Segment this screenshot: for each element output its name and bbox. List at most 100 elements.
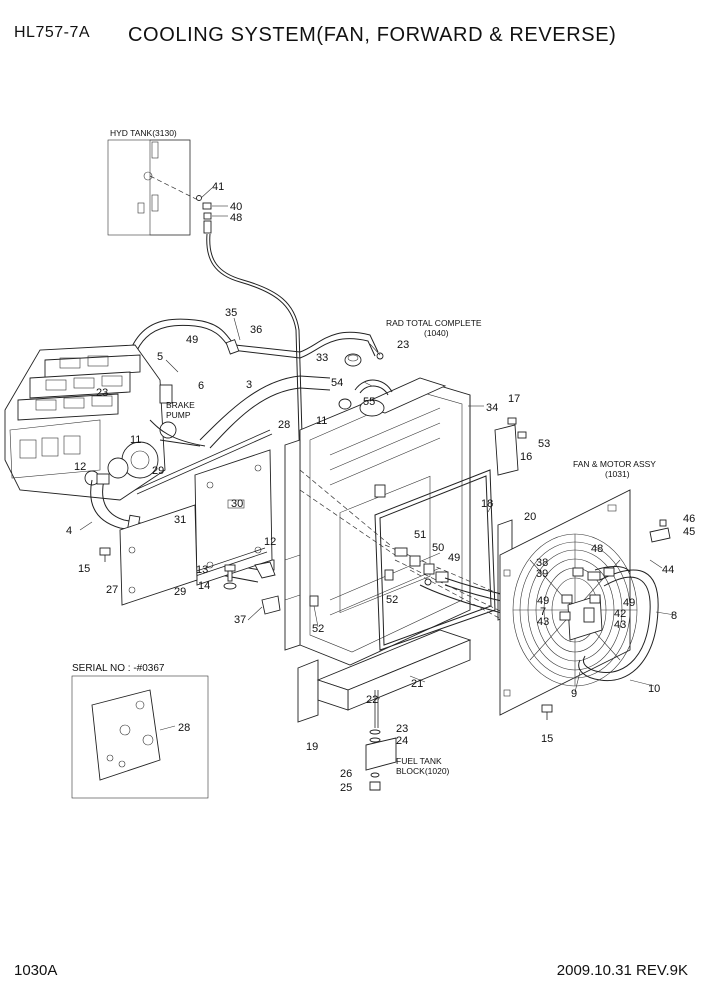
callout-52: 52 [386,594,398,606]
callout-46: 46 [683,513,695,525]
hyd-fitting-group [149,175,228,234]
callout-54: 54 [331,377,343,389]
callout-21: 21 [411,678,423,690]
callout-53: 53 [538,438,550,450]
bolt-15-right [541,704,553,713]
callout-3: 3 [246,379,252,391]
callout-52: 52 [312,623,324,635]
callout-48: 48 [591,543,603,555]
callout-26: 26 [340,768,352,780]
hose-8 [578,569,659,682]
cap-33 [344,353,362,367]
callout-27: 27 [106,584,118,596]
hose-3 [199,375,331,441]
bracket-16 [494,424,519,476]
callout-16: 16 [520,451,532,463]
fan-motor-label: FAN & MOTOR ASSY [573,459,656,469]
callout-36: 36 [250,324,262,336]
callout-29: 29 [152,465,164,477]
callout-49: 49 [448,552,460,564]
callout-29: 29 [174,586,186,598]
callout-55: 55 [363,396,375,408]
callout-48: 48 [230,212,242,224]
serial-inset: SERIAL NO : -#0367 [71,663,209,799]
fitting-cluster [309,547,449,607]
callout-12: 12 [264,536,276,548]
callout-28: 28 [278,419,290,431]
callout-44: 44 [662,564,674,576]
callout-33: 33 [316,352,328,364]
callout-8: 8 [671,610,677,622]
hose-10 [594,566,631,573]
page-title: COOLING SYSTEM(FAN, FORWARD & REVERSE) [128,24,617,46]
callout-14: 14 [198,580,210,592]
hose-35-tank-line [206,233,301,471]
callout-23: 23 [96,387,108,399]
brake-pump-label-2: PUMP [166,410,191,420]
fan-motor-code: (1031) [605,469,630,479]
callout-23: 23 [396,723,408,735]
hyd-tank-label: HYD TANK(3130) [110,128,177,138]
bracket-37 [261,595,281,615]
rad-total-code: (1040) [424,328,449,338]
callout-20: 20 [524,511,536,523]
callout-35: 35 [225,307,237,319]
callout-31: 31 [174,514,186,526]
callout-34: 34 [486,402,498,414]
callout-49: 49 [186,334,198,346]
fan-motor [567,594,603,641]
model-number: HL757-7A [14,24,91,41]
page-code: 1030A [14,962,58,979]
callout-43: 43 [537,616,549,628]
callout-15: 15 [78,563,90,575]
fuel-tank-block [365,737,397,771]
callout-22: 22 [366,694,378,706]
callout-41: 41 [212,181,224,193]
callout-24: 24 [396,735,408,747]
callout-13: 13 [196,564,208,576]
fuel-tank-label-2: BLOCK(1020) [396,766,450,776]
callout-45: 45 [683,526,695,538]
callout-7: 7 [540,606,546,618]
baffle-plate-27 [119,504,198,606]
bolt-13 [223,564,237,590]
callout-42: 42 [614,608,626,620]
motor-fittings [559,567,615,621]
callout-6: 6 [198,380,204,392]
callout-37: 37 [234,614,246,626]
leader-lines [79,317,676,731]
callout-11: 11 [316,415,327,427]
callout-39: 39 [536,568,548,580]
callout-30: 30 [231,498,243,510]
fuel-tank-label-1: FUEL TANK [396,756,442,766]
callout-12: 12 [74,461,86,473]
bolt-15-left [99,547,111,562]
callout-5: 5 [157,351,163,363]
callout-28: 28 [178,722,190,734]
radiator-assembly [284,377,471,666]
serial-no-label: SERIAL NO : -#0367 [72,663,165,674]
callout-49: 49 [623,597,635,609]
hyd-tank-inset: HYD TANK(3130) [107,128,191,236]
callout-23: 23 [397,339,409,351]
mount-19 [297,659,319,723]
callout-49: 49 [537,595,549,607]
engine-assembly [4,344,177,501]
callout-40: 40 [230,201,242,213]
bracket-45 [649,527,671,543]
seal-strip-28 [134,429,271,491]
callout-50: 50 [432,542,444,554]
hose-35-upper [119,318,379,401]
seal-frame-18 [374,469,496,651]
callout-51: 51 [414,529,426,541]
callout-18: 18 [481,498,493,510]
callout-43: 43 [614,619,626,631]
callout-19: 19 [306,741,318,753]
callout-10: 10 [648,683,660,695]
callout-38: 38 [536,557,548,569]
callout-17: 17 [508,393,520,405]
callout-4: 4 [66,525,72,537]
rad-total-label: RAD TOTAL COMPLETE [386,318,482,328]
callout-11: 11 [130,434,141,446]
